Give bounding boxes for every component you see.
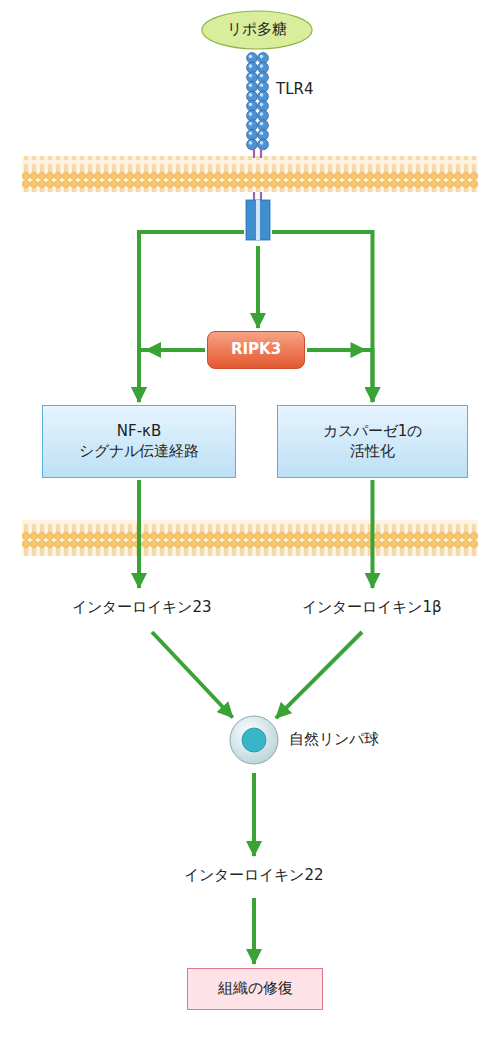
outcome-box: 組織の修復 [187, 968, 323, 1010]
cytokine-node: インターロイキン1β [277, 592, 467, 624]
cytokine-node: インターロイキン22 [159, 860, 349, 892]
signal-arrow [372, 480, 373, 588]
node-text: NF-κB シグナル伝達経路 [73, 422, 205, 461]
cell-membrane [22, 156, 478, 192]
signal-arrow [139, 232, 244, 402]
node-text: インターロイキン22 [184, 866, 323, 886]
signal-arrow [254, 898, 255, 964]
signal-arrow [258, 246, 259, 328]
node-text: インターロイキン1β [302, 598, 441, 618]
signal-arrow [254, 773, 255, 856]
node-text: 組織の修復 [218, 979, 293, 999]
receptor-drawing [244, 52, 272, 242]
cell-circle [229, 715, 279, 765]
node-text: インターロイキン23 [72, 598, 211, 618]
node-text: 自然リンパ球 [289, 730, 379, 750]
signal-arrow [139, 342, 205, 402]
pathway-box: カスパーゼ1の 活性化 [277, 405, 468, 478]
pathway-box: NF-κB シグナル伝達経路 [42, 405, 236, 478]
ligand-ellipse: リポ多糖 [201, 10, 313, 50]
node-text: RIPK3 [231, 340, 281, 360]
cytokine-node: インターロイキン23 [47, 592, 237, 624]
signal-arrow [152, 632, 233, 718]
kinase-box: RIPK3 [207, 331, 305, 369]
node-text: TLR4 [276, 80, 314, 100]
receptor-symbol: TLR4 [244, 52, 272, 242]
node-text: カスパーゼ1の 活性化 [308, 422, 437, 461]
signal-arrow [272, 232, 373, 402]
node-text: リポ多糖 [227, 20, 287, 40]
signal-arrow [276, 632, 362, 718]
cell-membrane [22, 520, 478, 556]
signal-arrow [307, 342, 373, 402]
signal-arrow [139, 480, 140, 588]
cell-node: 自然リンパ球 [229, 715, 279, 765]
